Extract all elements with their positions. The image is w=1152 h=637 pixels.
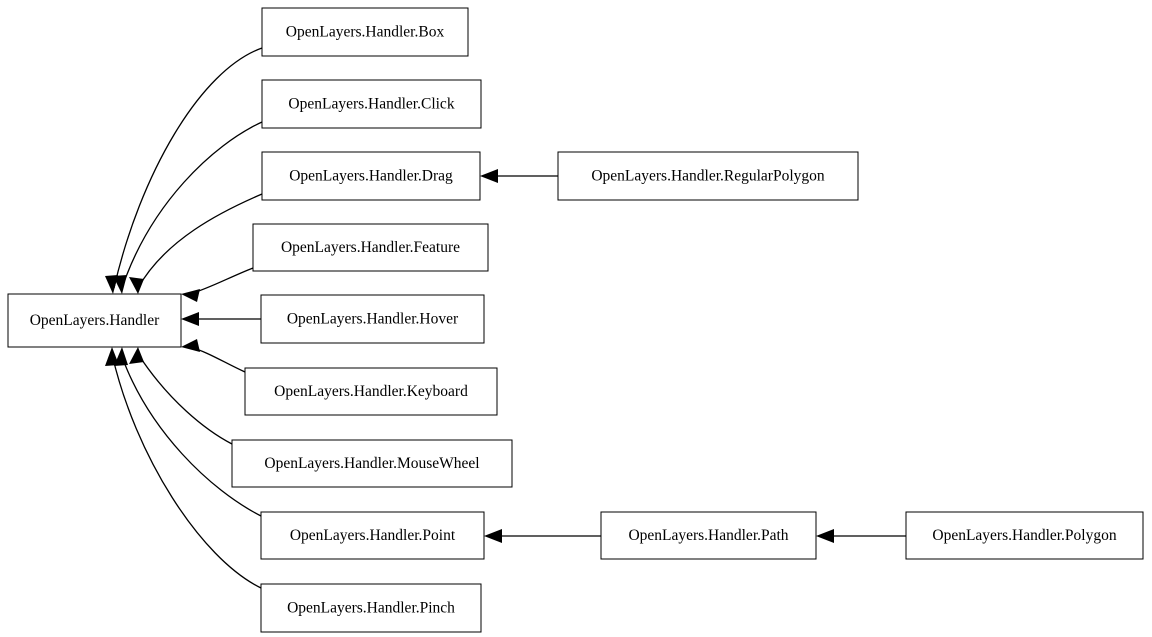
class-node-label-path: OpenLayers.Handler.Path [628, 527, 788, 544]
class-node-box-point[interactable] [260, 511, 485, 560]
arrowhead-pinch-to-handler [105, 347, 119, 366]
class-node-drag[interactable]: OpenLayers.Handler.Drag [261, 151, 481, 201]
class-node-label-regularpolygon: OpenLayers.Handler.RegularPolygon [591, 168, 825, 185]
class-node-keyboard[interactable]: OpenLayers.Handler.Keyboard [244, 367, 498, 416]
arrowhead-keyboard-to-handler [181, 339, 200, 352]
arrowhead-feature-to-handler [181, 289, 200, 302]
class-node-box-box[interactable] [261, 7, 469, 57]
arrowhead-box-to-handler [105, 275, 118, 294]
class-node-box-feature[interactable] [252, 223, 489, 272]
arrowhead-mousewheel-to-handler [129, 347, 144, 364]
class-node-label-handler: OpenLayers.Handler [30, 312, 160, 329]
class-node-label-drag: OpenLayers.Handler.Drag [289, 168, 453, 185]
arrowhead-regularpolygon-to-drag [480, 169, 498, 183]
class-node-handler[interactable]: OpenLayers.Handler [7, 293, 182, 348]
arrowhead-polygon-to-path [816, 529, 834, 543]
class-node-label-polygon: OpenLayers.Handler.Polygon [932, 527, 1116, 544]
arrowheads-layer [105, 169, 834, 543]
edge-pinch-to-handler [111, 353, 262, 589]
class-node-mousewheel[interactable]: OpenLayers.Handler.MouseWheel [231, 439, 513, 488]
arrowhead-hover-to-handler [181, 312, 199, 326]
class-node-box-keyboard[interactable] [244, 367, 498, 416]
arrowhead-path-to-point [484, 529, 502, 543]
edge-drag-to-handler [137, 193, 263, 289]
edge-click-to-handler [121, 121, 263, 289]
class-node-click[interactable]: OpenLayers.Handler.Click [261, 79, 482, 129]
class-node-pinch[interactable]: OpenLayers.Handler.Pinch [260, 583, 482, 633]
class-node-box-handler[interactable] [7, 293, 182, 348]
edge-point-to-handler [120, 353, 262, 517]
class-node-box-regularpolygon[interactable] [557, 151, 859, 201]
class-node-point[interactable]: OpenLayers.Handler.Point [260, 511, 485, 560]
edges-static-layer [111, 47, 906, 589]
class-node-label-pinch: OpenLayers.Handler.Pinch [287, 600, 455, 617]
class-node-box-path[interactable] [600, 511, 817, 560]
class-node-hover[interactable]: OpenLayers.Handler.Hover [260, 294, 485, 344]
class-node-regularpolygon[interactable]: OpenLayers.Handler.RegularPolygon [557, 151, 859, 201]
arrowhead-click-to-handler [113, 275, 127, 294]
class-node-box-click[interactable] [261, 79, 482, 129]
class-node-path[interactable]: OpenLayers.Handler.Path [600, 511, 817, 560]
class-node-box-drag[interactable] [261, 151, 481, 201]
class-node-box[interactable]: OpenLayers.Handler.Box [261, 7, 469, 57]
class-node-label-mousewheel: OpenLayers.Handler.MouseWheel [264, 455, 479, 472]
class-node-box-mousewheel[interactable] [231, 439, 513, 488]
class-node-box-polygon[interactable] [905, 511, 1144, 560]
arrowhead-drag-to-handler [129, 277, 144, 294]
class-node-box-hover[interactable] [260, 294, 485, 344]
edge-box-to-handler [113, 47, 263, 289]
edge-mousewheel-to-handler [137, 353, 233, 445]
class-node-polygon[interactable]: OpenLayers.Handler.Polygon [905, 511, 1144, 560]
class-node-label-click: OpenLayers.Handler.Click [288, 96, 454, 113]
class-node-feature[interactable]: OpenLayers.Handler.Feature [252, 223, 489, 272]
class-node-label-hover: OpenLayers.Handler.Hover [287, 311, 459, 328]
class-node-label-point: OpenLayers.Handler.Point [290, 527, 456, 544]
class-node-box-pinch[interactable] [260, 583, 482, 633]
class-node-label-keyboard: OpenLayers.Handler.Keyboard [274, 383, 468, 400]
nodes-layer: OpenLayers.Handler.BoxOpenLayers.Handler… [7, 7, 1144, 633]
class-node-label-box: OpenLayers.Handler.Box [286, 24, 445, 41]
class-node-label-feature: OpenLayers.Handler.Feature [281, 239, 460, 256]
